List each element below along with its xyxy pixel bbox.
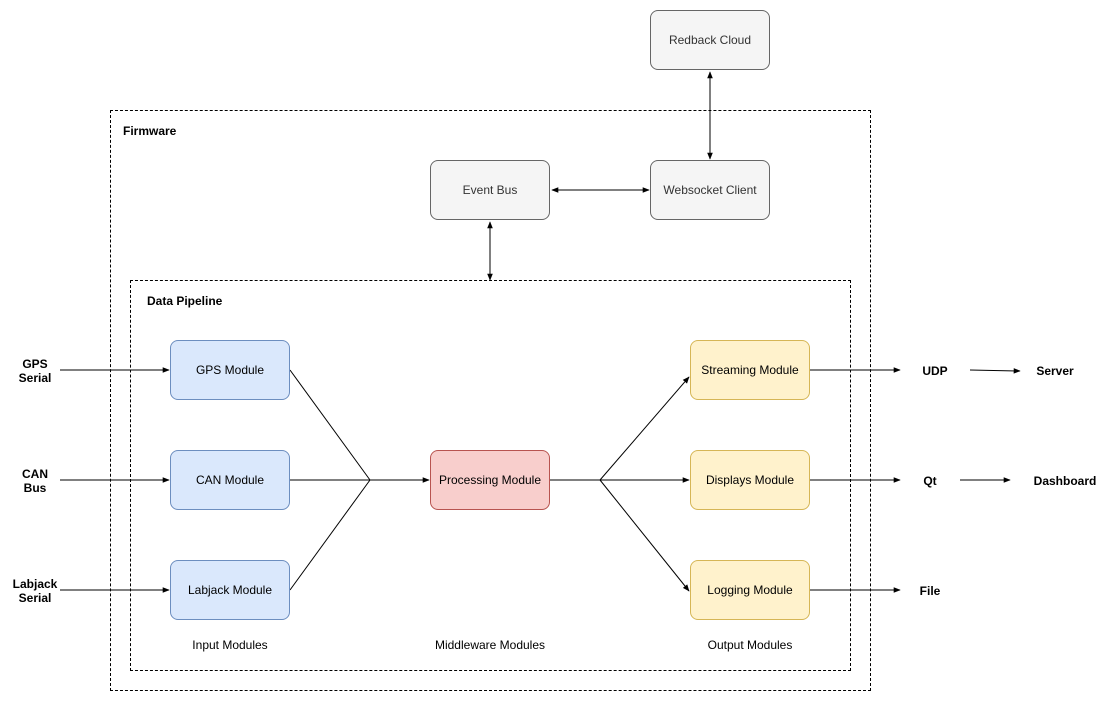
gps-serial-label: GPS Serial [19,357,52,385]
labjack-module-node: Labjack Module [170,560,290,620]
firmware-frame [110,110,871,691]
displays-module-node: Displays Module [690,450,810,510]
middleware-modules-caption: Middleware Modules [434,638,546,652]
edge-split-streaming [599,376,690,481]
websocket-client-node: Websocket Client [650,160,770,220]
server-label: Server [1036,364,1074,378]
redback-cloud-node: Redback Cloud [650,10,770,70]
labjack-serial-line1: Labjack [12,577,58,591]
firmware-label: Firmware [123,124,177,138]
processing-module-node: Processing Module [430,450,550,510]
input-modules-caption: Input Modules [192,638,268,652]
labjack-serial-line2: Serial [18,591,52,605]
event-bus-node: Event Bus [430,160,550,220]
udp-label: UDP [922,364,948,378]
data-pipeline-frame [130,280,851,671]
data-pipeline-label: Data Pipeline [147,294,223,308]
gps-module-node: GPS Module [170,340,290,400]
output-modules-caption: Output Modules [707,638,793,652]
can-bus-line2: Bus [23,481,47,495]
edge-gps-merge [289,369,371,481]
gps-serial-line2: Serial [18,371,52,385]
edge-labjack-merge [289,479,371,591]
gps-serial-line1: GPS [22,357,48,371]
can-bus-line1: CAN [22,467,48,481]
streaming-module-node: Streaming Module [690,340,810,400]
can-module-node: CAN Module [170,450,290,510]
dashboard-label: Dashboard [1033,474,1097,488]
can-bus-label: CAN Bus [22,467,48,495]
edge-udp-server [969,368,1021,374]
labjack-serial-label: Labjack Serial [13,577,58,605]
logging-module-node: Logging Module [690,560,810,620]
file-label: File [919,584,941,598]
qt-label: Qt [923,474,937,488]
edge-split-logging [599,479,690,592]
